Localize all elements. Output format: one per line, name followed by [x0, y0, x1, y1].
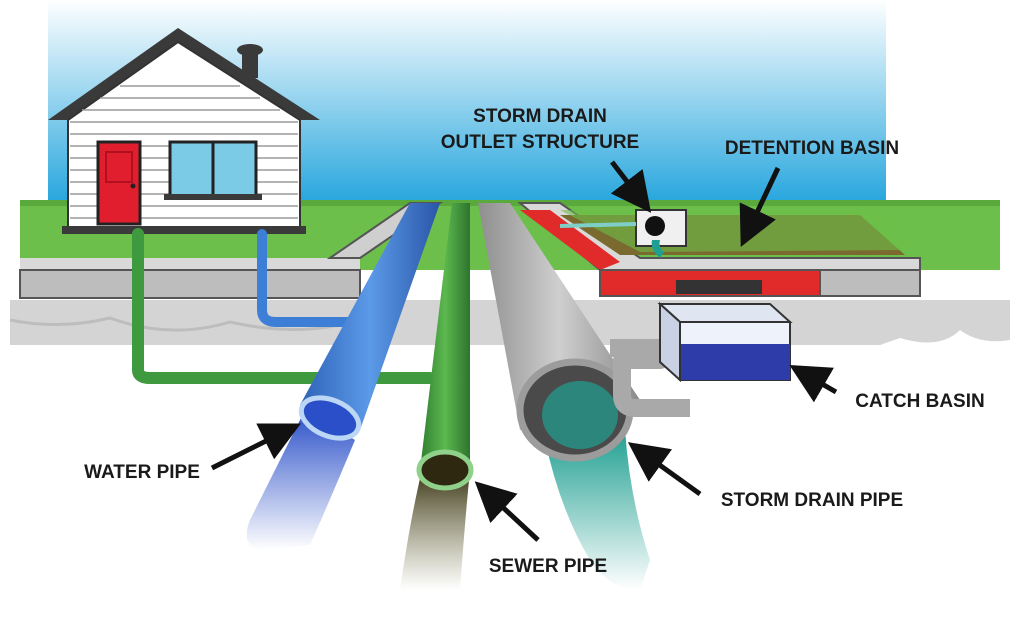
ground-texture	[9, 316, 361, 332]
storm-pipe-inner	[542, 381, 618, 449]
red-curb-slant	[520, 210, 620, 270]
catch-basin	[657, 301, 793, 383]
house-foundation	[62, 226, 306, 234]
door-knob	[130, 183, 136, 189]
sewer-pipe	[420, 203, 470, 470]
label-storm-drain-pipe: STORM DRAIN PIPE	[721, 490, 903, 511]
label-storm-drain-outlet-line1: STORM DRAIN	[473, 106, 607, 127]
label-arrows	[210, 160, 838, 542]
right-sidewalk	[819, 269, 921, 297]
left-sidewalk	[19, 269, 361, 299]
label-detention-basin: DETENTION BASIN	[725, 138, 899, 159]
arrow-catch-basin	[789, 364, 838, 403]
arrow-storm-outlet	[610, 160, 652, 213]
curb-grate	[676, 280, 762, 294]
storm-flow	[545, 430, 650, 590]
arrow-storm-drain-pipe	[627, 442, 702, 497]
water-flow	[246, 410, 355, 550]
house-roof	[48, 28, 320, 120]
label-water-pipe: WATER PIPE	[84, 462, 200, 483]
water-pipe	[300, 203, 440, 430]
sewer-flow	[400, 470, 470, 590]
arrow-water-pipe	[210, 423, 301, 471]
label-sewer-pipe: SEWER PIPE	[489, 556, 607, 577]
window-sill	[164, 194, 262, 200]
label-storm-drain-outlet-line2: OUTLET STRUCTURE	[441, 132, 639, 153]
house	[48, 28, 320, 234]
arrow-sewer-pipe	[474, 481, 540, 542]
water-pipe-mouth	[298, 395, 362, 441]
label-catch-basin: CATCH BASIN	[855, 391, 984, 412]
sewer-pipe-mouth	[416, 449, 474, 491]
catch-basin-connector	[610, 339, 690, 417]
house-water-line	[257, 229, 365, 327]
left-sidewalk-top	[20, 203, 440, 270]
arrow-detention-basin	[739, 166, 781, 248]
house-sewer-line	[132, 228, 436, 384]
chimney	[242, 52, 258, 78]
chimney-cap	[237, 44, 263, 56]
storm-drain-outlet-structure	[559, 209, 687, 258]
door-panel	[105, 151, 133, 183]
